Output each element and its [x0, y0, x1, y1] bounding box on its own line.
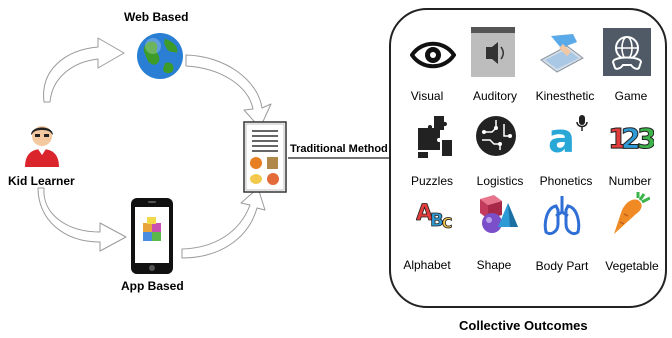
svg-text:A: A [416, 201, 433, 226]
arrow-app-to-traditional [181, 187, 266, 259]
outcome-label-phonetics: Phonetics [539, 174, 593, 188]
collective-outcomes-label: Collective Outcomes [459, 318, 588, 333]
outcome-label-alphabet: Alphabet [403, 258, 451, 272]
speaker-icon [471, 27, 515, 77]
kid-learner-icon [25, 126, 59, 167]
hand-touch-icon [540, 34, 584, 73]
carrot-icon [614, 192, 650, 234]
letter-a-microphone-icon: a [548, 115, 588, 158]
collective-outcomes-box [389, 8, 667, 308]
outcome-label-shape: Shape [476, 258, 512, 272]
outcome-label-visual: Visual [410, 89, 444, 103]
outcome-label-game: Game [614, 89, 648, 103]
numbers-123-icon: 1 2 3 [608, 122, 654, 155]
phone-icon [131, 198, 173, 274]
app-based-label: App Based [121, 279, 184, 293]
lungs-icon [543, 196, 581, 236]
brain-circuit-icon [476, 116, 516, 156]
document-icon [243, 121, 287, 193]
svg-text:3: 3 [637, 122, 654, 154]
outcome-label-logistics: Logistics [476, 174, 524, 188]
svg-text:1: 1 [608, 122, 627, 154]
outcome-label-number: Number [608, 174, 652, 188]
gamepad-globe-icon [603, 28, 651, 76]
svg-text:B: B [430, 210, 444, 230]
globe-icon [137, 33, 183, 79]
web-based-label: Web Based [124, 10, 189, 24]
outcome-label-vegetable: Vegetable [605, 259, 659, 273]
arrow-kid-to-web [43, 37, 125, 103]
3d-shapes-icon [480, 195, 518, 233]
outcome-label-auditory: Auditory [472, 89, 518, 103]
eye-icon [410, 41, 456, 69]
svg-text:a: a [548, 116, 575, 158]
arrow-web-to-traditional [185, 54, 272, 129]
abc-letters-icon: A B C [416, 201, 453, 230]
traditional-method-label: Traditional Method [290, 143, 388, 155]
outcome-label-body-part: Body Part [535, 259, 589, 273]
outcome-label-puzzles: Puzzles [410, 174, 454, 188]
outcome-label-kinesthetic: Kinesthetic [535, 89, 595, 103]
arrow-kid-to-app [37, 187, 127, 252]
svg-text:2: 2 [621, 122, 640, 154]
puzzle-icon [418, 116, 452, 158]
kid-learner-label: Kid Learner [8, 174, 75, 188]
svg-text:C: C [442, 216, 452, 230]
